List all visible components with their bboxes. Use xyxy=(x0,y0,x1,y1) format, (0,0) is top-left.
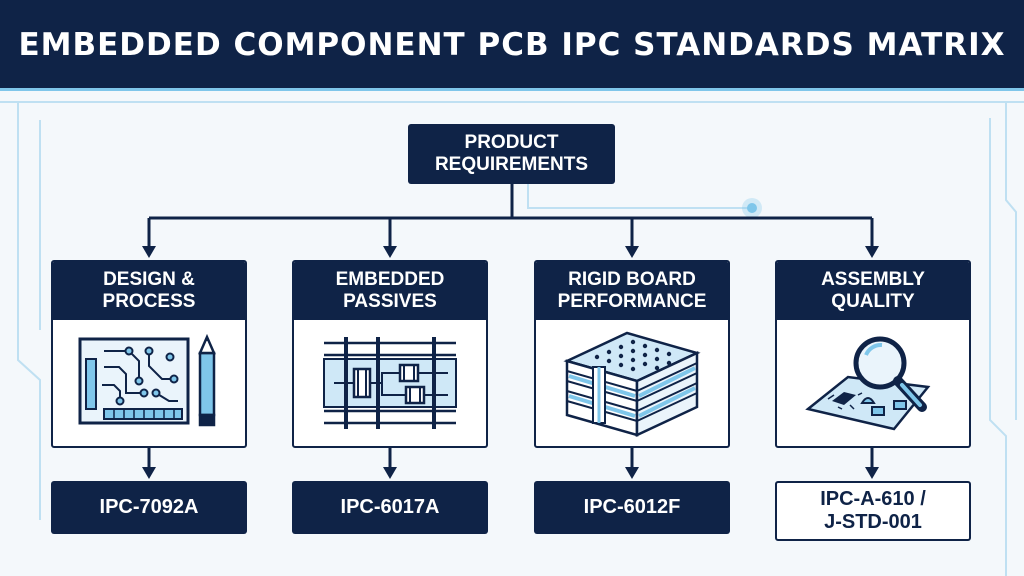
arrow-head-icon xyxy=(865,467,879,479)
card-title-line2: PASSIVES xyxy=(343,291,437,312)
card-title-line1: EMBEDDED xyxy=(335,269,445,290)
arrow-head-icon xyxy=(383,246,397,258)
standard-ipc-6017a: IPC-6017A xyxy=(292,481,488,534)
standard-label: IPC-6012F xyxy=(583,496,681,518)
arrow-head-icon xyxy=(865,246,879,258)
card-title-line1: DESIGN & xyxy=(103,269,195,290)
standard-label-line2: J-STD-001 xyxy=(824,511,922,533)
root-label-line1: PRODUCT xyxy=(464,132,559,153)
embedded-passives-card: EMBEDDED PASSIVES xyxy=(292,260,488,448)
standard-label: IPC-6017A xyxy=(340,496,440,518)
header-accent-line xyxy=(0,88,1024,91)
card-header: RIGID BOARD PERFORMANCE xyxy=(536,262,728,320)
card-header: DESIGN & PROCESS xyxy=(53,262,245,320)
standard-label: IPC-7092A xyxy=(99,496,199,518)
embedded-passives-icon xyxy=(323,337,457,429)
arrow-head-icon xyxy=(142,246,156,258)
standard-ipc-6012f: IPC-6012F xyxy=(534,481,730,534)
card-title-line1: ASSEMBLY xyxy=(821,269,925,290)
assembly-quality-card: ASSEMBLY QUALITY xyxy=(775,260,971,448)
card-header: EMBEDDED PASSIVES xyxy=(294,262,486,320)
card-header: ASSEMBLY QUALITY xyxy=(777,262,969,320)
card-title-line2: QUALITY xyxy=(831,291,915,312)
card-title-line2: PROCESS xyxy=(102,291,196,312)
rigid-board-card: RIGID BOARD PERFORMANCE xyxy=(534,260,730,448)
root-label-line2: REQUIREMENTS xyxy=(434,154,589,175)
page-title: EMBEDDED COMPONENT PCB IPC STANDARDS MAT… xyxy=(18,27,1006,63)
standard-label-line1: IPC-A-610 / xyxy=(820,488,926,510)
product-requirements-node: PRODUCT REQUIREMENTS xyxy=(408,124,615,184)
standard-ipc-7092a: IPC-7092A xyxy=(51,481,247,534)
layer-stack-icon xyxy=(563,331,701,437)
standard-ipc-a-610-j-std-001: IPC-A-610 / J-STD-001 xyxy=(775,481,971,541)
arrow-head-icon xyxy=(625,246,639,258)
card-title-line1: RIGID BOARD xyxy=(568,269,696,290)
arrow-head-icon xyxy=(625,467,639,479)
magnifier-icon xyxy=(805,336,931,431)
title-banner: EMBEDDED COMPONENT PCB IPC STANDARDS MAT… xyxy=(0,0,1024,90)
card-title-line2: PERFORMANCE xyxy=(557,291,707,312)
pcb-layout-icon xyxy=(78,333,216,427)
arrow-head-icon xyxy=(142,467,156,479)
arrow-head-icon xyxy=(383,467,397,479)
design-process-card: DESIGN & PROCESS xyxy=(51,260,247,448)
